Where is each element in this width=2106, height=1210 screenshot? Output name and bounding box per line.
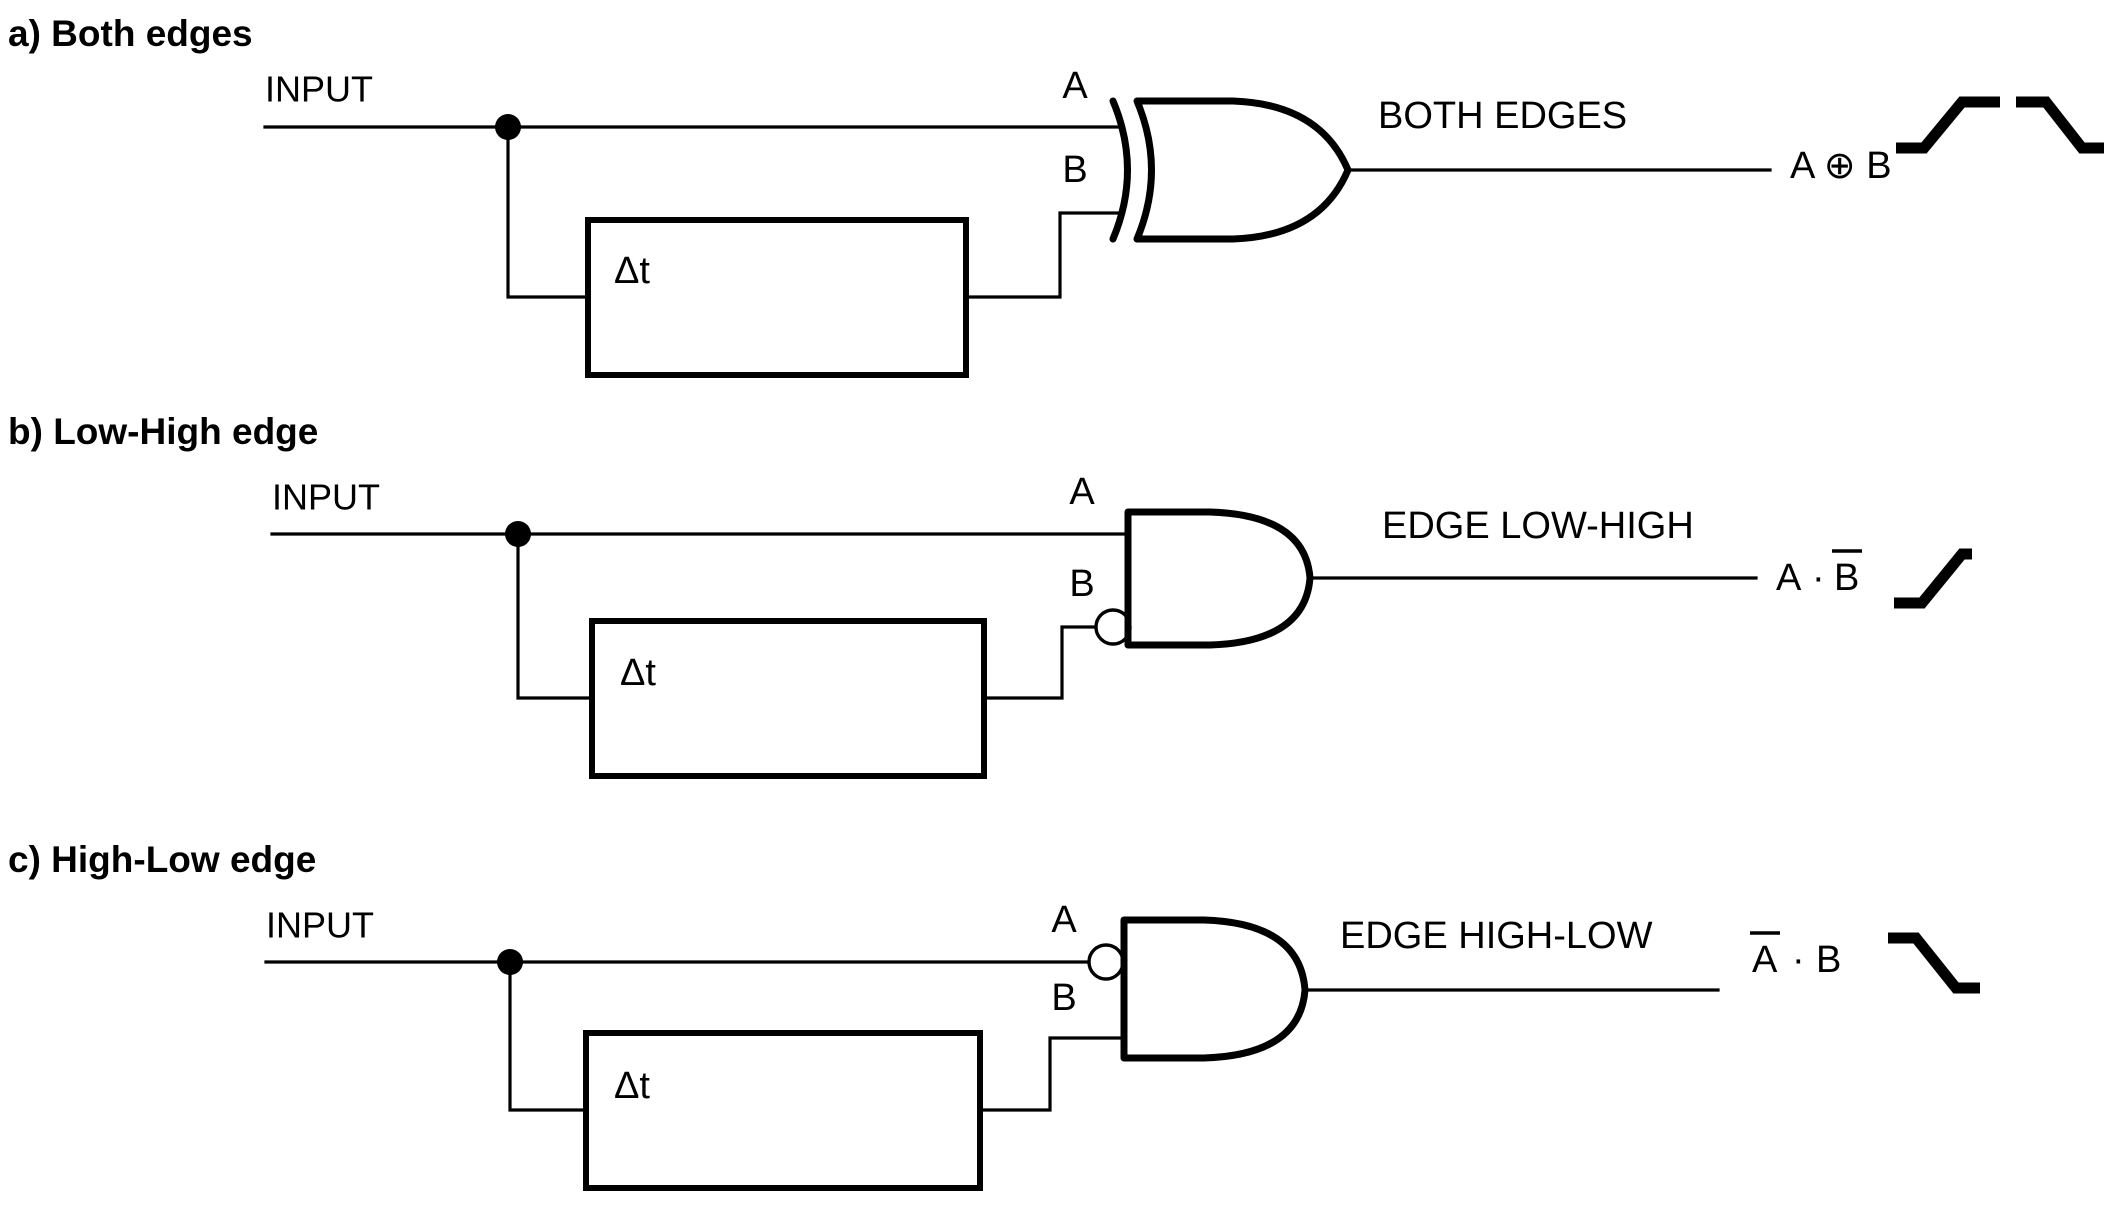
panel-c-delay-output-wire	[978, 1036, 1126, 1112]
panel-c-expression-operator: ·	[1792, 939, 1805, 981]
panel-a-pin-b-label: B	[1062, 149, 1087, 191]
panel-c-title: c) High-Low edge	[8, 839, 316, 880]
panel-a-delay-output-wire	[964, 211, 1120, 299]
panel-b-output-label: EDGE LOW-HIGH	[1382, 505, 1694, 547]
panel-b-pin-a-label: A	[1069, 471, 1095, 513]
panel-a: a) Both edges INPUT Δt A B BOTH EDGES A …	[8, 13, 2104, 378]
panel-c-delay-block	[583, 1030, 983, 1191]
panel-a-input-label: INPUT	[265, 69, 373, 110]
panel-c-output-label: EDGE HIGH-LOW	[1340, 915, 1653, 957]
panel-b-expression-operator: ·	[1812, 557, 1825, 599]
panel-c-waveform-falling-edge-icon	[1888, 932, 1980, 994]
panel-b-delay-input-wire	[516, 532, 594, 700]
panel-c-input-label: INPUT	[266, 905, 374, 946]
panel-a-pin-a-label: A	[1062, 65, 1088, 107]
panel-c-pin-b-label: B	[1051, 977, 1076, 1019]
panel-b-expression-operand-left: A	[1776, 557, 1802, 599]
panel-c-pin-a-label: A	[1051, 899, 1077, 941]
panel-b-input-label: INPUT	[272, 477, 380, 518]
panel-a-expression: A ⊕ B	[1790, 145, 1892, 187]
panel-b-delay-output-wire	[982, 625, 1099, 700]
panel-b-waveform-rising-edge-icon	[1894, 548, 1972, 609]
panel-b-delay-block-label: Δt	[620, 652, 656, 694]
panel-c-delay-input-wire	[508, 960, 588, 1112]
panel-c-and-gate-icon	[1120, 916, 1309, 1062]
panel-b: b) Low-High edge INPUT Δt A B EDGE LOW-H…	[8, 411, 1972, 779]
panel-c-expression-operand-left: A	[1752, 939, 1778, 981]
panel-b-delay-block	[589, 618, 987, 779]
panel-b-title: b) Low-High edge	[8, 411, 318, 452]
panel-c-expression-operand-right: B	[1816, 939, 1841, 981]
panel-b-expression-operand-right: B	[1834, 557, 1859, 599]
panel-a-delay-block-label: Δt	[614, 250, 650, 292]
panel-c: c) High-Low edge INPUT Δt A B EDGE HIGH-…	[8, 839, 1980, 1191]
panel-b-and-gate-icon	[1124, 508, 1314, 649]
panel-b-pin-b-label: B	[1069, 563, 1094, 605]
panel-a-title: a) Both edges	[8, 13, 253, 54]
panel-c-inverting-bubble-icon	[1087, 943, 1125, 981]
panel-a-delay-input-wire	[506, 125, 590, 299]
panel-a-waveform-falling-edge-icon	[2016, 96, 2104, 154]
panel-c-delay-block-label: Δt	[614, 1065, 650, 1107]
panel-a-xor-extra-arc-icon	[1109, 97, 1131, 243]
panel-a-delay-block	[585, 217, 969, 378]
panel-a-waveform-rising-edge-icon	[1896, 96, 2000, 154]
panel-a-xor-gate-icon	[1133, 97, 1352, 243]
panel-a-output-label: BOTH EDGES	[1378, 95, 1627, 137]
